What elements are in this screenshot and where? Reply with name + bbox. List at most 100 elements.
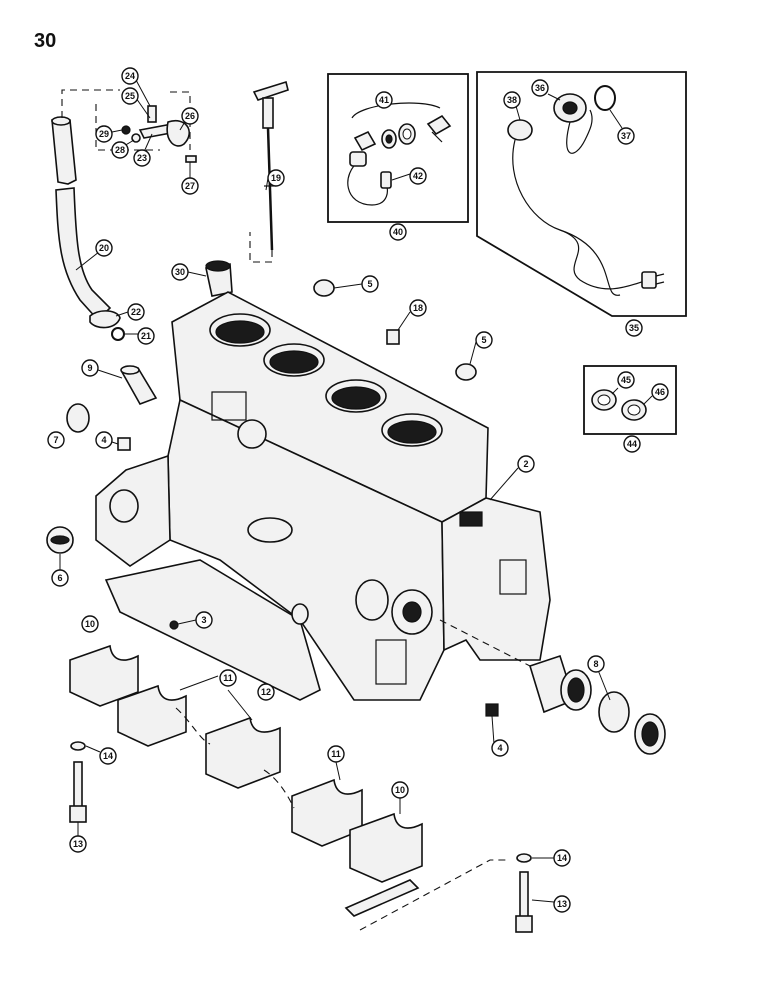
callout-28: 28 bbox=[111, 141, 129, 159]
svg-text:6: 6 bbox=[57, 573, 62, 583]
svg-text:13: 13 bbox=[73, 839, 83, 849]
callout-14-right: 14 bbox=[553, 849, 571, 867]
callout-4-right: 4 bbox=[491, 739, 509, 757]
callout-6: 6 bbox=[51, 569, 69, 587]
callout-14-left: 14 bbox=[99, 747, 117, 765]
callout-46: 46 bbox=[651, 383, 669, 401]
plug-7 bbox=[66, 403, 90, 433]
callout-18: 18 bbox=[409, 299, 427, 317]
callout-35: 35 bbox=[625, 319, 643, 337]
svg-text:14: 14 bbox=[557, 853, 567, 863]
plug-6 bbox=[46, 526, 74, 554]
dashed-guide-dipstick bbox=[249, 232, 273, 263]
svg-text:3: 3 bbox=[201, 615, 206, 625]
callout-10-left: 10 bbox=[81, 615, 99, 633]
heater-kit-box-40 bbox=[327, 73, 469, 223]
heater-element-42 bbox=[347, 151, 392, 206]
dipstick-19 bbox=[252, 80, 289, 251]
callout-40: 40 bbox=[389, 223, 407, 241]
callout-27: 27 bbox=[181, 177, 199, 195]
svg-text:4: 4 bbox=[101, 435, 106, 445]
callout-44: 44 bbox=[623, 435, 641, 453]
svg-text:12: 12 bbox=[261, 687, 271, 697]
callout-30: 30 bbox=[171, 263, 189, 281]
dashed-guide-plate bbox=[359, 859, 510, 931]
svg-text:7: 7 bbox=[53, 435, 58, 445]
washer-14-left bbox=[70, 741, 86, 751]
callout-22: 22 bbox=[127, 303, 145, 321]
callout-23: 23 bbox=[133, 149, 151, 167]
svg-text:14: 14 bbox=[103, 751, 113, 761]
plug-5-top bbox=[313, 279, 335, 297]
seal-46 bbox=[621, 399, 647, 421]
svg-text:28: 28 bbox=[115, 145, 125, 155]
svg-text:29: 29 bbox=[99, 129, 109, 139]
callout-25: 25 bbox=[121, 87, 139, 105]
plug-3 bbox=[169, 620, 179, 630]
bearing-cap-11-left bbox=[117, 684, 187, 747]
plug-18 bbox=[386, 329, 400, 345]
callout-36: 36 bbox=[531, 79, 549, 97]
bearing-cap-10-right bbox=[349, 812, 423, 883]
heater-kit-box-35 bbox=[476, 71, 687, 317]
svg-text:5: 5 bbox=[481, 335, 486, 345]
svg-text:2: 2 bbox=[523, 459, 528, 469]
fitting-30 bbox=[205, 260, 233, 297]
svg-text:9: 9 bbox=[87, 363, 92, 373]
callout-4-left: 4 bbox=[95, 431, 113, 449]
seal-kit-box-44 bbox=[583, 365, 677, 435]
bolt-13-right bbox=[515, 871, 533, 933]
callout-41: 41 bbox=[375, 91, 393, 109]
svg-text:25: 25 bbox=[125, 91, 135, 101]
svg-text:13: 13 bbox=[557, 899, 567, 909]
page-number: 30 bbox=[34, 30, 57, 52]
svg-text:4: 4 bbox=[497, 743, 502, 753]
plug-4-right bbox=[485, 703, 499, 717]
clamp-parts-23-29 bbox=[121, 105, 197, 163]
svg-text:21: 21 bbox=[141, 331, 151, 341]
plug-4-left bbox=[117, 437, 131, 451]
o-ring-37 bbox=[594, 85, 616, 111]
svg-text:30: 30 bbox=[175, 267, 185, 277]
callout-9: 9 bbox=[81, 359, 99, 377]
bearing-cap-11-right bbox=[291, 778, 363, 847]
callout-38: 38 bbox=[503, 91, 521, 109]
svg-text:18: 18 bbox=[413, 303, 423, 313]
callout-42: 42 bbox=[409, 167, 427, 185]
svg-text:37: 37 bbox=[621, 131, 631, 141]
dashed-guide-bushings bbox=[439, 619, 531, 667]
callout-29: 29 bbox=[95, 125, 113, 143]
svg-text:20: 20 bbox=[99, 243, 109, 253]
tube-9 bbox=[120, 365, 158, 405]
svg-text:36: 36 bbox=[535, 83, 545, 93]
breather-tube-20 bbox=[51, 116, 112, 322]
callout-5-top: 5 bbox=[361, 275, 379, 293]
callout-8: 8 bbox=[587, 655, 605, 673]
heater-element-36 bbox=[553, 93, 593, 154]
callout-13-left: 13 bbox=[69, 835, 87, 853]
dashed-bearing-inserts bbox=[175, 707, 295, 809]
svg-text:5: 5 bbox=[367, 279, 372, 289]
heater-parts-41 bbox=[351, 102, 452, 152]
callout-21: 21 bbox=[137, 327, 155, 345]
cam-bushings-8 bbox=[529, 654, 666, 755]
svg-text:27: 27 bbox=[185, 181, 195, 191]
svg-text:10: 10 bbox=[85, 619, 95, 629]
svg-text:24: 24 bbox=[125, 71, 135, 81]
callout-19: 19 bbox=[267, 169, 285, 187]
seal-45 bbox=[591, 389, 617, 411]
svg-text:10: 10 bbox=[395, 785, 405, 795]
callout-11-right: 11 bbox=[327, 745, 345, 763]
callout-45: 45 bbox=[617, 371, 635, 389]
callout-20: 20 bbox=[95, 239, 113, 257]
plate bbox=[344, 879, 420, 917]
callout-12: 12 bbox=[257, 683, 275, 701]
svg-text:11: 11 bbox=[331, 749, 341, 759]
callout-2: 2 bbox=[517, 455, 535, 473]
callout-13-right: 13 bbox=[553, 895, 571, 913]
svg-text:22: 22 bbox=[131, 307, 141, 317]
callout-37: 37 bbox=[617, 127, 635, 145]
callout-7: 7 bbox=[47, 431, 65, 449]
